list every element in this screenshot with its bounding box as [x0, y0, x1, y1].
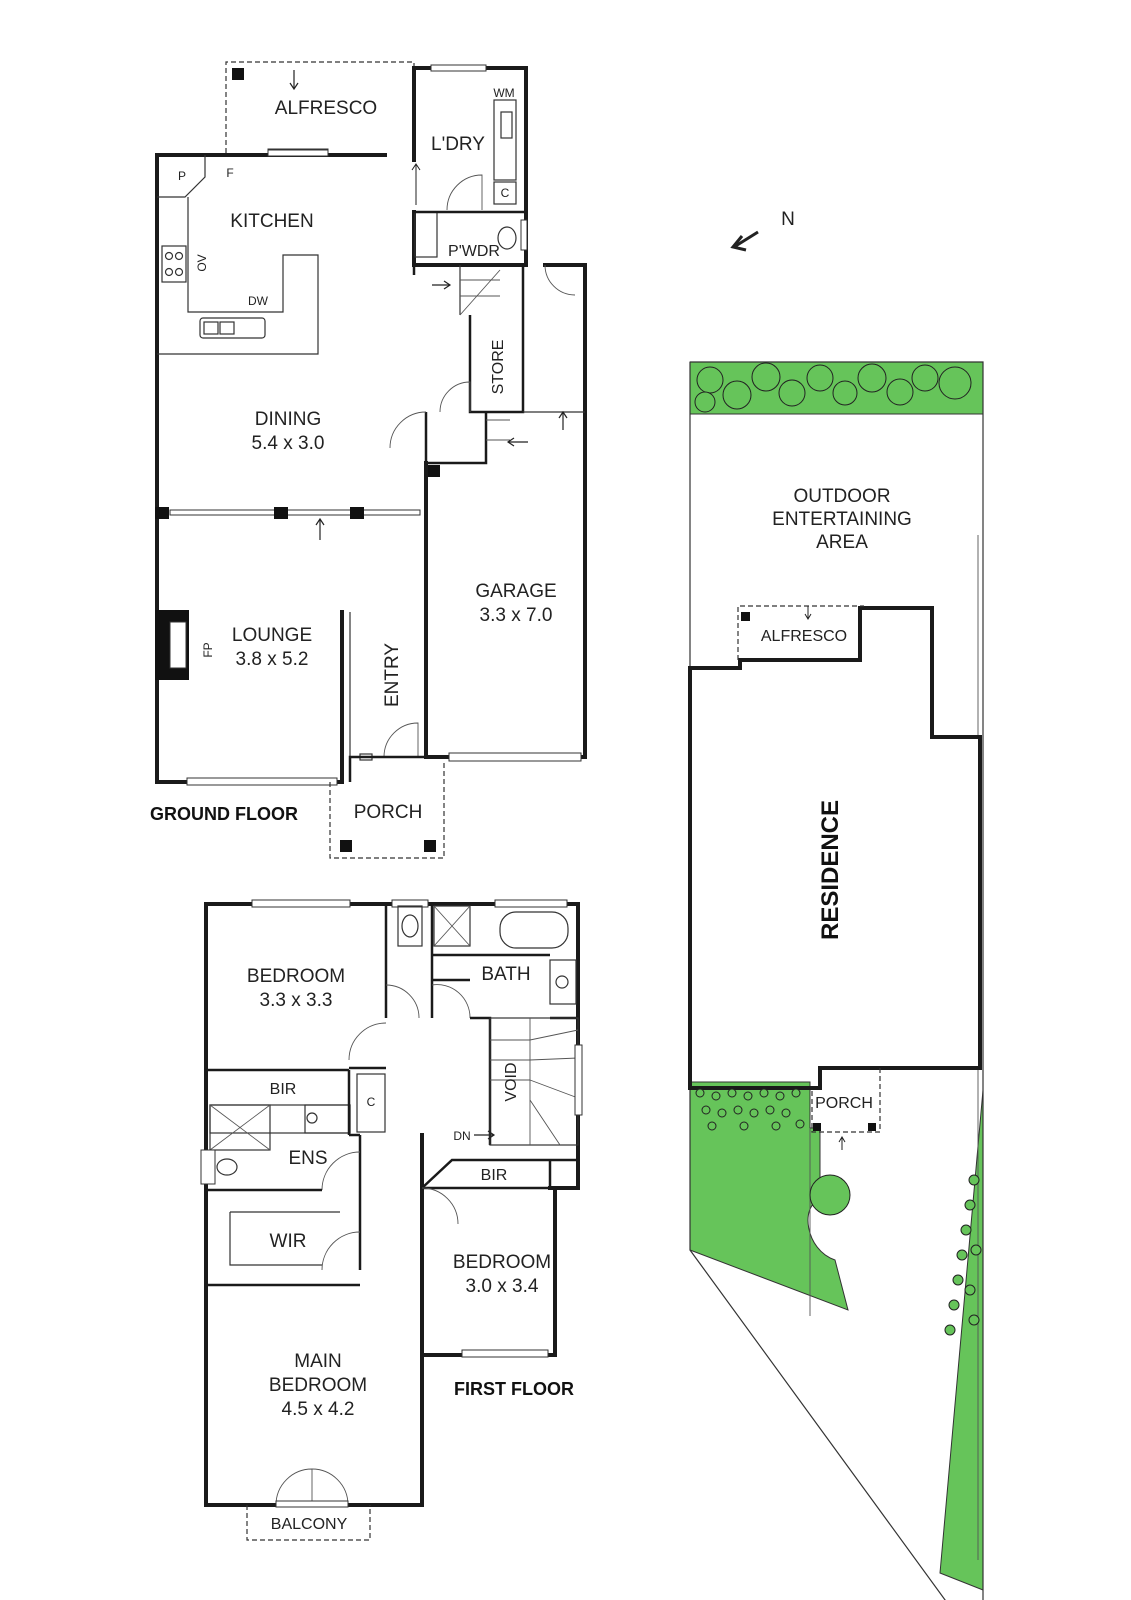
shrub-icon: [695, 1088, 982, 1336]
room-lounge-dimensions: 3.8 x 5.2: [236, 649, 309, 670]
room-alfresco-label: ALFRESCO: [275, 98, 377, 119]
room-ensuite-label: ENS: [288, 1148, 327, 1169]
room-store-label: STORE: [490, 340, 507, 395]
room-kitchen-label: KITCHEN: [230, 211, 313, 232]
room-lounge-label: LOUNGE: [232, 625, 312, 646]
room-bedroom1-label: BEDROOM: [247, 966, 345, 987]
room-entry-label: ENTRY: [382, 643, 403, 707]
ground-floor-labels: ALFRESCO L'DRY WM C P'WDR P F KITCHEN OV…: [150, 86, 557, 824]
void-label: VOID: [503, 1062, 520, 1101]
compass: N: [730, 209, 795, 252]
bir-lower-label: BIR: [481, 1167, 508, 1184]
room-laundry-label: L'DRY: [431, 134, 485, 155]
first-floor-title: FIRST FLOOR: [454, 1379, 574, 1399]
fridge-label: F: [226, 166, 233, 180]
fireplace-label: FP: [201, 642, 215, 657]
site-alfresco-label: ALFRESCO: [761, 628, 847, 645]
room-bedroom1-dimensions: 3.3 x 3.3: [260, 990, 333, 1011]
pantry-label: P: [178, 169, 186, 183]
oven-label: OV: [195, 254, 209, 271]
room-bath-label: BATH: [481, 964, 530, 985]
site-plan-labels: OUTDOOR ENTERTAINING AREA ALFRESCO RESID…: [761, 486, 912, 1112]
site-plan: [688, 361, 984, 1600]
room-main-bedroom-line2: BEDROOM: [269, 1375, 367, 1396]
laundry-cupboard-label: C: [501, 186, 510, 200]
linen-cupboard-label: C: [367, 1095, 376, 1109]
compass-label: N: [781, 209, 795, 230]
first-floor-labels: BEDROOM 3.3 x 3.3 BATH BIR C ENS VOID DN…: [247, 964, 574, 1533]
ground-floor-plan: [155, 61, 587, 859]
room-garage-label: GARAGE: [475, 581, 556, 602]
room-bedroom2-label: BEDROOM: [453, 1252, 551, 1273]
room-dining-dimensions: 5.4 x 3.0: [252, 433, 325, 454]
residence-label: RESIDENCE: [817, 800, 844, 940]
room-garage-dimensions: 3.3 x 7.0: [480, 605, 553, 626]
outdoor-area-line2: ENTERTAINING: [772, 509, 912, 530]
room-wir-label: WIR: [270, 1231, 307, 1252]
room-main-bedroom-line1: MAIN: [294, 1351, 342, 1372]
site-porch-label: PORCH: [815, 1095, 873, 1112]
room-porch-label: PORCH: [354, 802, 423, 823]
outdoor-area-line1: OUTDOOR: [793, 486, 890, 507]
washing-machine-label: WM: [493, 86, 514, 100]
ground-floor-title: GROUND FLOOR: [150, 804, 298, 824]
bir-upper-label: BIR: [270, 1081, 297, 1098]
room-bedroom2-dimensions: 3.0 x 3.4: [466, 1276, 539, 1297]
stairs-down-label: DN: [453, 1129, 470, 1143]
room-powder-label: P'WDR: [448, 243, 500, 260]
room-dining-label: DINING: [255, 409, 322, 430]
tree-icon: [694, 362, 972, 1216]
room-balcony-label: BALCONY: [271, 1516, 348, 1533]
north-arrow-icon: [730, 230, 759, 252]
dishwasher-label: DW: [248, 294, 269, 308]
first-floor-plan: [200, 899, 583, 1541]
room-main-bedroom-dimensions: 4.5 x 4.2: [282, 1399, 355, 1420]
outdoor-area-line3: AREA: [816, 532, 868, 553]
